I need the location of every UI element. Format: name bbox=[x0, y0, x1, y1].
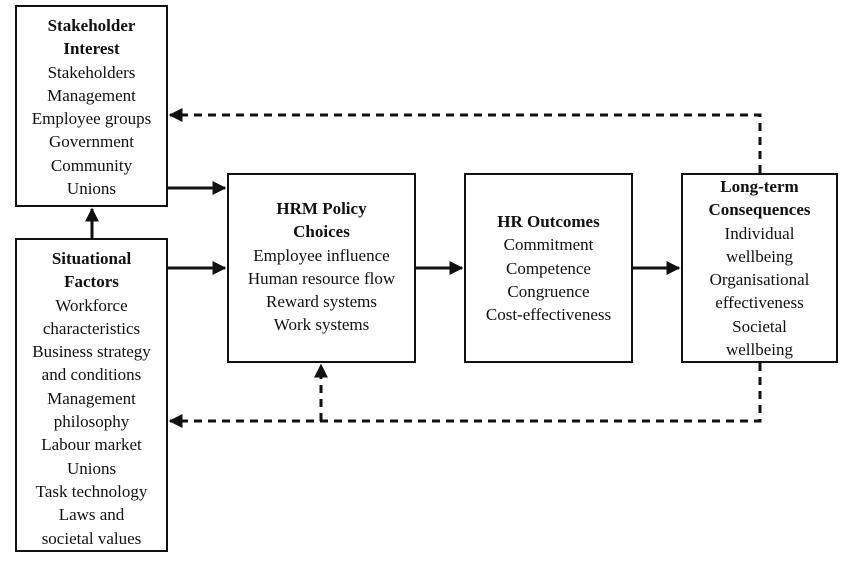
outcomes-items: Commitment Competence Congruence Cost-ef… bbox=[486, 233, 611, 326]
longterm-item: Organisational bbox=[709, 270, 810, 290]
hrm-item: Reward systems bbox=[266, 292, 377, 312]
hrm-item: Human resource flow bbox=[247, 268, 396, 288]
hrm-title-line-1: HRM Policy bbox=[276, 199, 367, 218]
situational-item: Business strategy bbox=[32, 342, 151, 362]
outcomes-item: Congruence bbox=[507, 281, 590, 301]
situational-item: characteristics bbox=[42, 318, 141, 338]
longterm-item: Individual bbox=[724, 223, 795, 243]
stakeholder-item: Employee groups bbox=[31, 109, 152, 129]
stakeholder-title-line-2: Interest bbox=[63, 39, 120, 59]
outcomes-item: Cost-effectiveness bbox=[485, 305, 612, 325]
longterm-title-line-2: Consequences bbox=[708, 200, 811, 220]
hrm-title-line-2: Choices bbox=[293, 222, 350, 242]
situational-item: philosophy bbox=[53, 412, 130, 432]
hrm-title: HRM Policy Choices bbox=[276, 197, 366, 244]
situational-item: societal values bbox=[41, 528, 142, 548]
situational-title-line-2: Factors bbox=[64, 272, 119, 292]
stakeholder-item: Community bbox=[50, 155, 133, 175]
outcomes-item: Commitment bbox=[503, 235, 594, 255]
hrm-items: Employee influence Human resource flow R… bbox=[248, 244, 395, 337]
situational-item: Task technology bbox=[35, 481, 148, 501]
situational-item: Labour market bbox=[41, 435, 142, 455]
longterm-item: effectiveness bbox=[715, 293, 804, 313]
situational-factors-box: Situational Factors Workforce characteri… bbox=[15, 238, 168, 552]
stakeholder-item: Government bbox=[49, 132, 134, 152]
feedback-longterm-to-stakeholder bbox=[168, 108, 762, 173]
outcomes-title: HR Outcomes bbox=[497, 210, 599, 233]
longterm-item: wellbeing bbox=[725, 246, 794, 266]
situational-title: Situational Factors bbox=[52, 247, 131, 294]
stakeholder-title-line-1: Stakeholder bbox=[47, 16, 136, 35]
longterm-item: Societal bbox=[732, 316, 787, 336]
stakeholder-item: Unions bbox=[66, 179, 117, 199]
stakeholder-title: Stakeholder Interest bbox=[48, 14, 136, 61]
feedback-longterm-to-situational bbox=[168, 363, 762, 428]
longterm-title-line-1: Long-term bbox=[720, 177, 799, 196]
situational-item: and conditions bbox=[41, 365, 142, 385]
hrm-item: Employee influence bbox=[253, 245, 390, 265]
hr-outcomes-box: HR Outcomes Commitment Competence Congru… bbox=[464, 173, 633, 363]
long-term-consequences-box: Long-term Consequences Individual wellbe… bbox=[681, 173, 838, 363]
stakeholder-items: Stakeholders Management Employee groups … bbox=[32, 61, 151, 201]
situational-item: Unions bbox=[66, 458, 117, 478]
stakeholder-item: Stakeholders bbox=[47, 62, 136, 82]
hrm-item: Work systems bbox=[273, 315, 370, 335]
situational-items: Workforce characteristics Business strat… bbox=[32, 294, 151, 550]
stakeholder-interest-box: Stakeholder Interest Stakeholders Manage… bbox=[15, 5, 168, 207]
outcomes-title-line-1: HR Outcomes bbox=[497, 212, 600, 231]
longterm-items: Individual wellbeing Organisational effe… bbox=[710, 222, 810, 362]
longterm-title: Long-term Consequences bbox=[708, 175, 810, 222]
situational-item: Management bbox=[47, 388, 136, 408]
outcomes-item: Competence bbox=[506, 258, 591, 278]
longterm-item: wellbeing bbox=[725, 340, 794, 360]
hrm-policy-choices-box: HRM Policy Choices Employee influence Hu… bbox=[227, 173, 416, 363]
stakeholder-item: Management bbox=[47, 85, 136, 105]
situational-item: Laws and bbox=[58, 505, 125, 525]
situational-title-line-1: Situational bbox=[51, 249, 132, 268]
situational-item: Workforce bbox=[55, 295, 128, 315]
